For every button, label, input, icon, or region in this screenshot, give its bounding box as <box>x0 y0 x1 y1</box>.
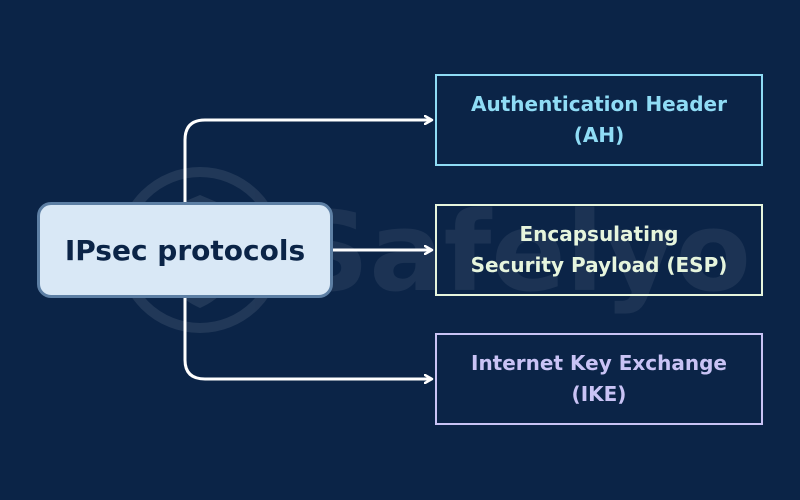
root-label: IPsec protocols <box>64 233 306 267</box>
protocol-esp-line2: Security Payload (ESP) <box>470 253 728 277</box>
protocol-ike-line2: (IKE) <box>571 382 627 406</box>
protocol-ah-line1: Authentication Header <box>471 92 727 116</box>
root-node: IPsec protocols <box>37 202 333 298</box>
protocol-node-esp: Encapsulating Security Payload (ESP) <box>435 204 763 296</box>
protocol-ike-line1: Internet Key Exchange <box>471 351 727 375</box>
connector-to-ike <box>183 298 432 379</box>
connector-to-ah <box>183 120 432 202</box>
protocol-node-ah: Authentication Header (AH) <box>435 74 763 166</box>
protocol-esp-line1: Encapsulating <box>519 222 679 246</box>
protocol-ah-line2: (AH) <box>573 123 625 147</box>
protocol-node-ike: Internet Key Exchange (IKE) <box>435 333 763 425</box>
